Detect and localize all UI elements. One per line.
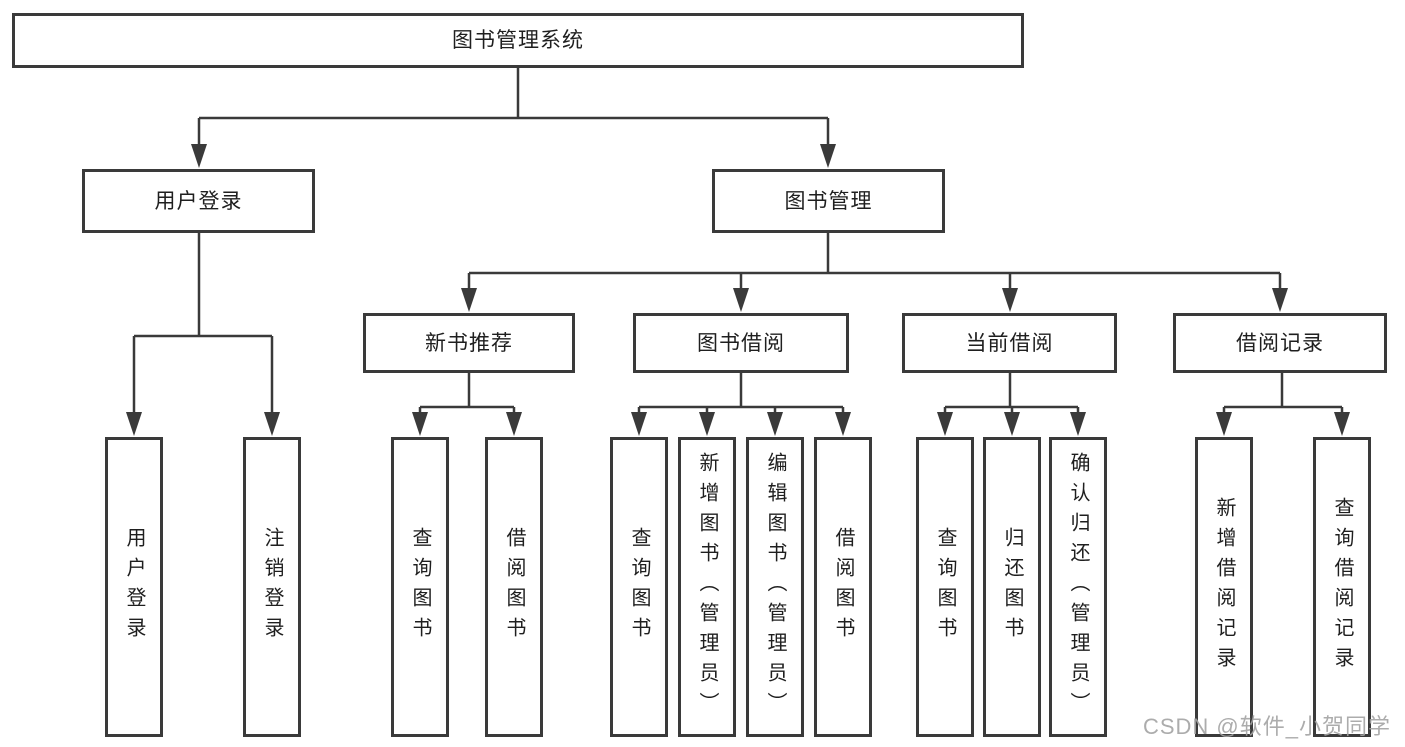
node-new-book-recommend: 新书推荐 (363, 313, 575, 373)
leaf-current-return-books: 归还图书 (983, 437, 1041, 737)
leaf-records-add-record: 新增借阅记录 (1195, 437, 1253, 737)
leaf-logout: 注销登录 (243, 437, 301, 737)
leaf-current-confirm-return-admin: 确认归还（管理员） (1049, 437, 1107, 737)
node-book-borrow: 图书借阅 (633, 313, 849, 373)
leaf-borrow-borrow-books: 借阅图书 (814, 437, 872, 737)
node-user-login: 用户登录 (82, 169, 315, 233)
leaf-recommend-borrow-books: 借阅图书 (485, 437, 543, 737)
node-current-borrow: 当前借阅 (902, 313, 1117, 373)
node-borrow-records: 借阅记录 (1173, 313, 1387, 373)
leaf-current-query-books: 查询图书 (916, 437, 974, 737)
csdn-watermark: CSDN @软件_小贺同学 (1142, 714, 1391, 739)
leaf-records-query-record: 查询借阅记录 (1313, 437, 1371, 737)
leaf-borrow-query-books: 查询图书 (610, 437, 668, 737)
node-book-management: 图书管理 (712, 169, 945, 233)
leaf-borrow-add-books-admin: 新增图书（管理员） (678, 437, 736, 737)
node-root-library-system: 图书管理系统 (12, 13, 1024, 68)
leaf-recommend-query-books: 查询图书 (391, 437, 449, 737)
leaf-user-login: 用户登录 (105, 437, 163, 737)
leaf-borrow-edit-books-admin: 编辑图书（管理员） (746, 437, 804, 737)
